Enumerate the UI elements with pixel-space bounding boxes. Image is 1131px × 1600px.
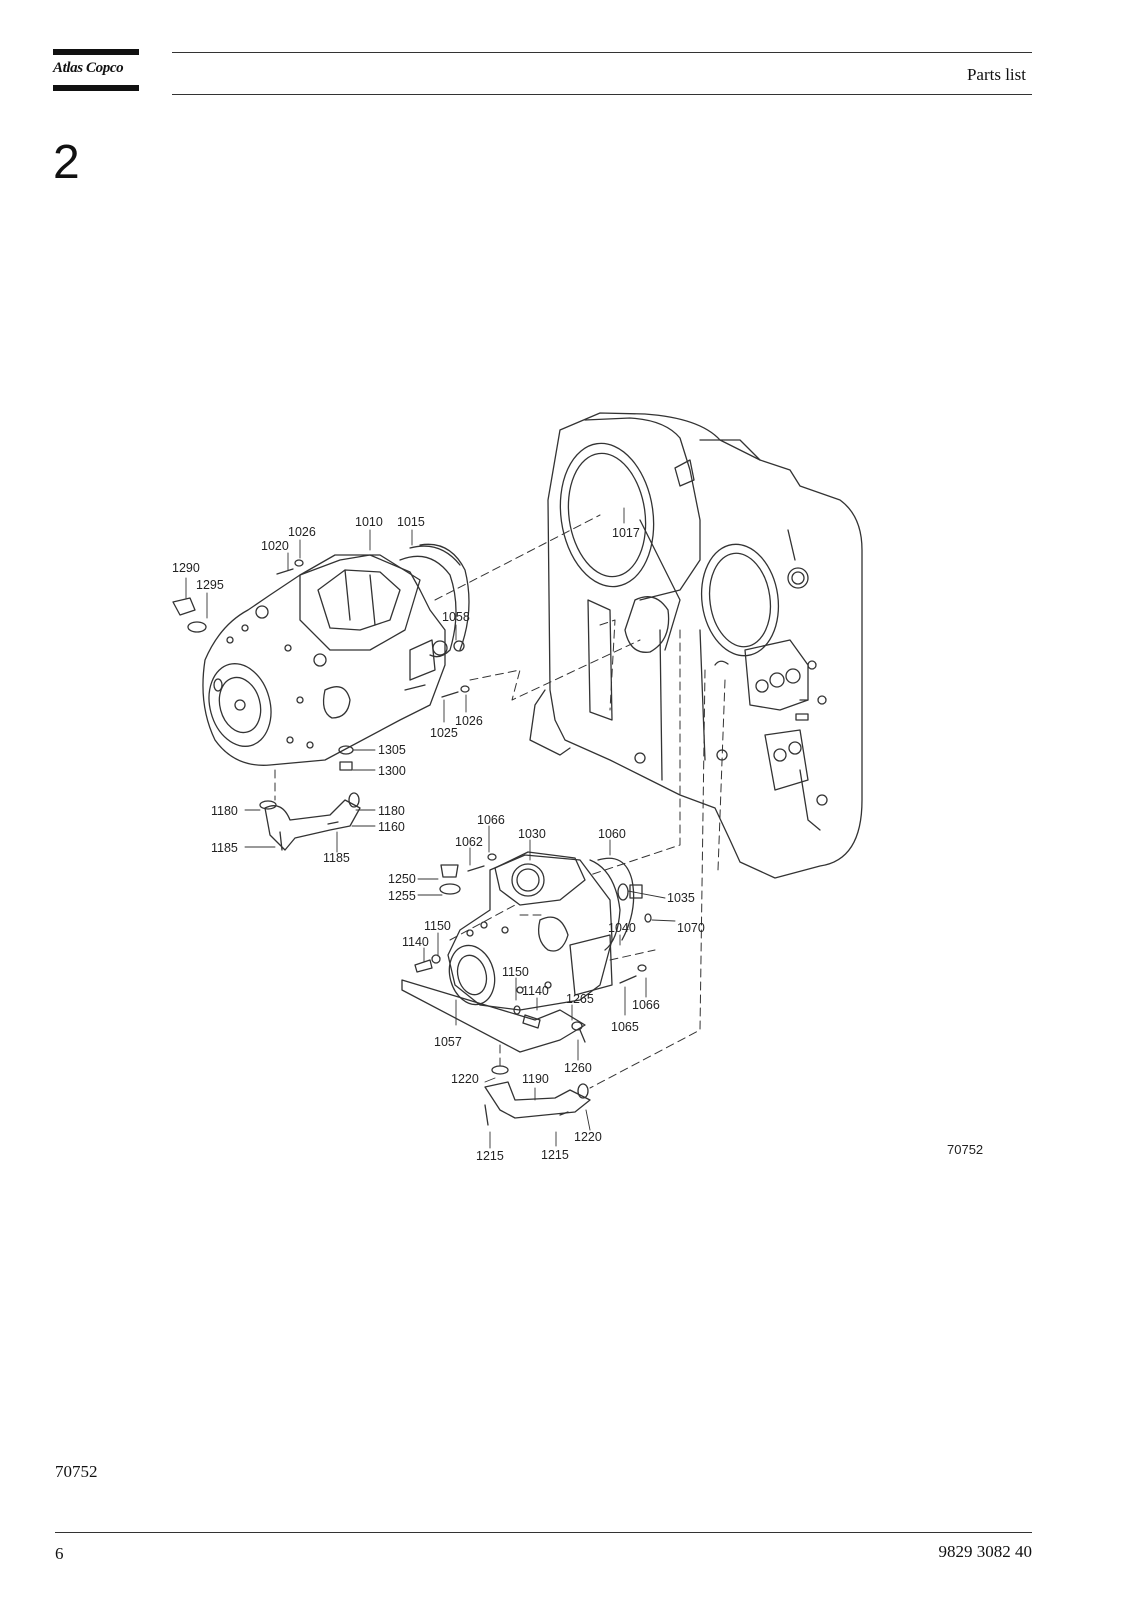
callout-1305: 1305 xyxy=(378,743,406,757)
callout-1250: 1250 xyxy=(388,872,416,886)
leader-lines xyxy=(185,507,676,1149)
callout-1058: 1058 xyxy=(442,610,470,624)
callout-1015: 1015 xyxy=(397,515,425,529)
callout-1300: 1300 xyxy=(378,764,406,778)
oil-pipe-upper xyxy=(264,799,361,851)
footer-reference: 70752 xyxy=(55,1462,98,1481)
compressor-element-upper xyxy=(202,545,465,766)
logo-bar-bottom xyxy=(53,85,139,91)
callout-1290: 1290 xyxy=(172,561,200,575)
callout-1180: 1180 xyxy=(211,804,238,818)
callout-1017: 1017 xyxy=(612,526,640,540)
callout-1220: 1220 xyxy=(574,1130,602,1144)
callout-1057: 1057 xyxy=(434,1035,462,1049)
callout-1160: 1160 xyxy=(378,820,405,834)
callout-1185: 1185 xyxy=(211,841,238,855)
gasket-1060 xyxy=(597,857,635,941)
logo-bar-top xyxy=(53,49,139,55)
callout-1040: 1040 xyxy=(608,921,636,935)
callout-1215: 1215 xyxy=(541,1148,569,1162)
callout-1035: 1035 xyxy=(667,891,695,905)
page-number: 6 xyxy=(55,1544,64,1563)
callout-1030: 1030 xyxy=(518,827,546,841)
callout-1255: 1255 xyxy=(388,889,416,903)
header-rule-bottom xyxy=(172,94,1032,95)
callout-1220: 1220 xyxy=(451,1072,479,1086)
callout-1140: 1140 xyxy=(522,984,549,998)
callout-1066: 1066 xyxy=(477,813,505,827)
figure-reference: 70752 xyxy=(947,1142,983,1157)
callout-1062: 1062 xyxy=(455,835,483,849)
callout-1060: 1060 xyxy=(598,827,626,841)
callout-1070: 1070 xyxy=(677,921,705,935)
callout-labels: 1290 1295 1020 1026 1010 1015 1017 1058 … xyxy=(172,515,983,1163)
callout-1260: 1260 xyxy=(564,1061,592,1075)
oil-pipe-lower xyxy=(484,1081,591,1119)
gear-casing xyxy=(529,412,863,879)
header-title: Parts list xyxy=(966,65,1026,84)
callout-1140: 1140 xyxy=(402,935,429,949)
section-number: 2 xyxy=(53,136,80,189)
callout-1066: 1066 xyxy=(632,998,660,1012)
atlas-copco-logo: Atlas Copco xyxy=(53,49,139,93)
footer-rule xyxy=(55,1532,1032,1533)
gasket-1015 xyxy=(419,543,470,651)
callout-1190: 1190 xyxy=(522,1072,549,1086)
callout-1020: 1020 xyxy=(261,539,289,553)
header-rule-top xyxy=(172,52,1032,53)
callout-1010: 1010 xyxy=(355,515,383,529)
fittings xyxy=(172,559,652,1126)
logo-text: Atlas Copco xyxy=(53,60,124,76)
callout-1180: 1180 xyxy=(378,804,405,818)
callout-1150: 1150 xyxy=(502,965,529,979)
callout-1215: 1215 xyxy=(476,1149,504,1163)
document-number: 9829 3082 40 xyxy=(938,1542,1033,1561)
gasket-plate xyxy=(401,979,586,1053)
callout-1150: 1150 xyxy=(424,919,451,933)
callout-1295: 1295 xyxy=(196,578,224,592)
callout-1185: 1185 xyxy=(323,851,350,865)
callout-1065: 1065 xyxy=(611,1020,639,1034)
callout-1026: 1026 xyxy=(455,714,483,728)
callout-1025: 1025 xyxy=(430,726,458,740)
callout-1265: 1265 xyxy=(566,992,594,1006)
assembly-center-lines xyxy=(274,514,726,1089)
callout-1026: 1026 xyxy=(288,525,316,539)
